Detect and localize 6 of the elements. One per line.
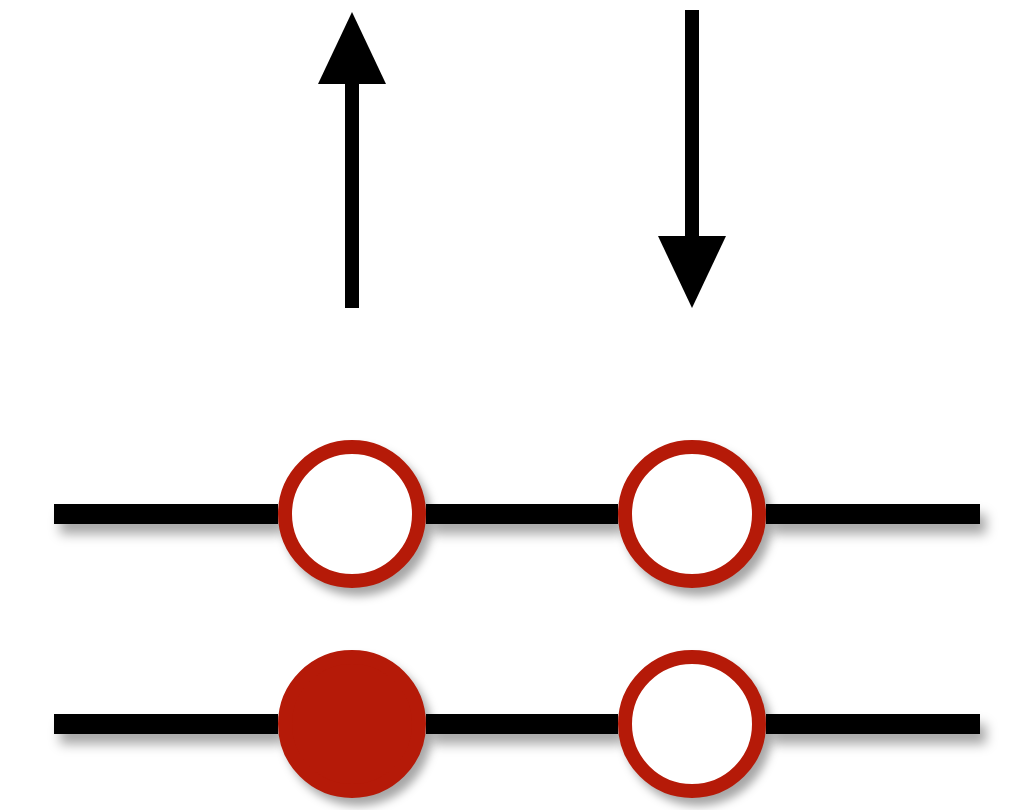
line-segment (426, 504, 618, 524)
line-segment (766, 504, 980, 524)
line-segment (426, 714, 618, 734)
line-segment (54, 714, 278, 734)
line-segment (54, 504, 278, 524)
line-segment (766, 714, 980, 734)
